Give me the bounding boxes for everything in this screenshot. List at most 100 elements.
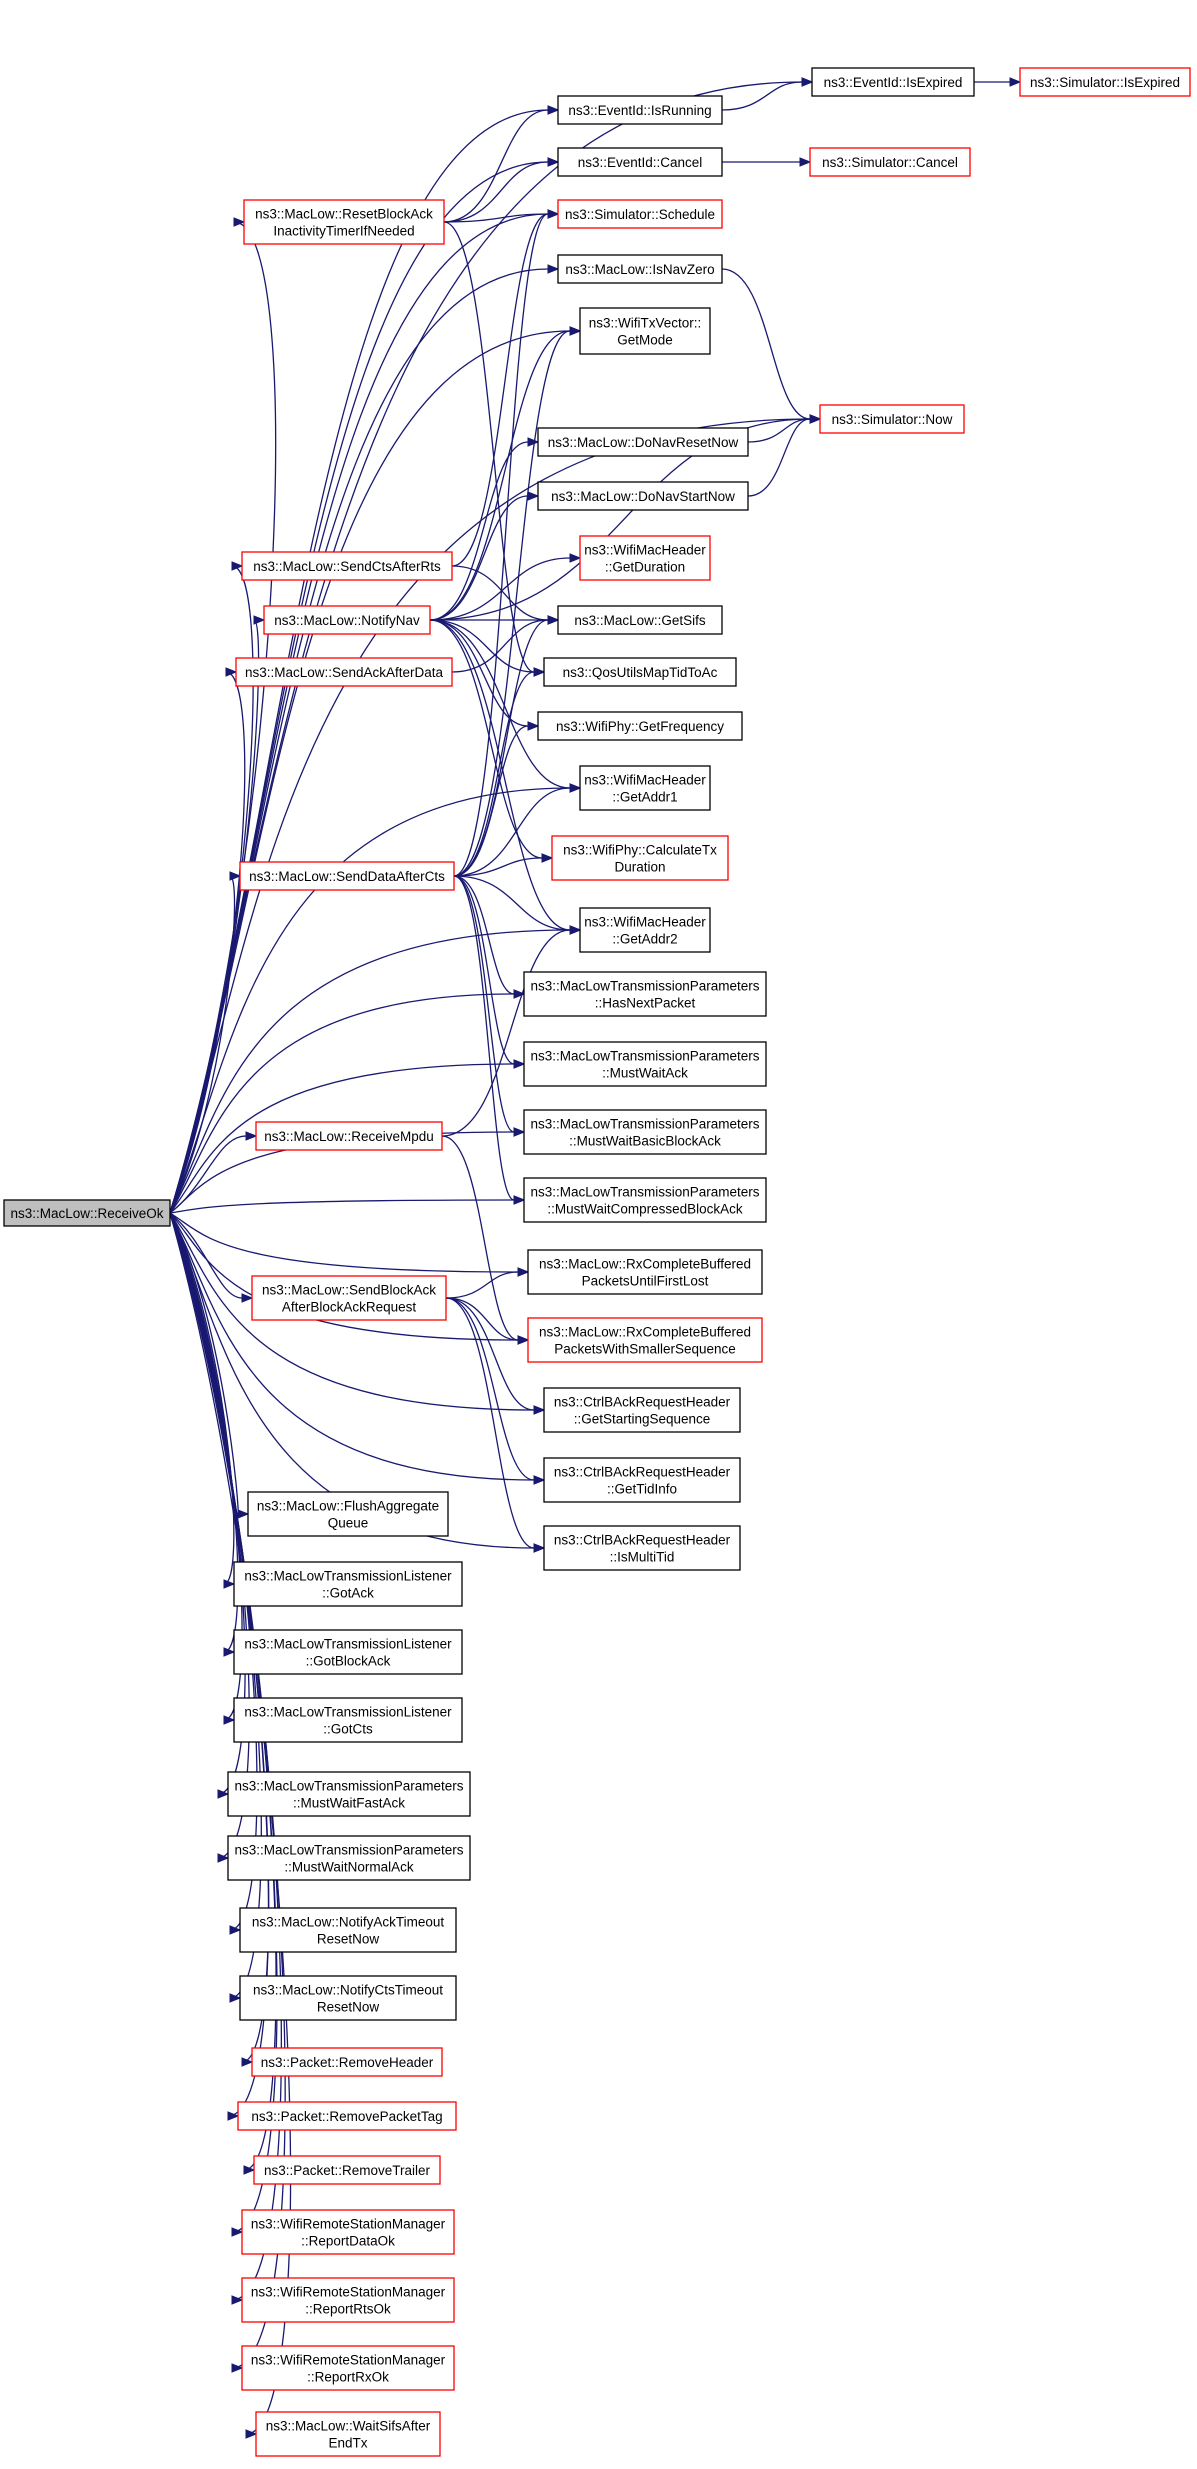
node-senddataaftercts[interactable]: ns3::MacLow::SendDataAfterCts (239, 861, 455, 891)
node-box (557, 254, 723, 284)
node-mustwaitnormal[interactable]: ns3::MacLowTransmissionParameters::MustW… (227, 1835, 471, 1881)
edge-receiveok-senddataaftercts (169, 871, 242, 1214)
node-box (233, 1629, 463, 1675)
node-label: ns3::WifiMacHeader (584, 543, 706, 558)
node-label: ns3::MacLow::WaitSifsAfter (266, 2419, 431, 2434)
node-label: AfterBlockAckRequest (282, 1300, 417, 1315)
edge-sendblockack-ismultitid (445, 1297, 546, 1553)
node-reportdataok[interactable]: ns3::WifiRemoteStationManager::ReportDat… (241, 2209, 455, 2255)
node-reportrxok[interactable]: ns3::WifiRemoteStationManager::ReportRxO… (241, 2345, 455, 2391)
node-box (243, 199, 445, 245)
node-isrunning[interactable]: ns3::EventId::IsRunning (557, 95, 723, 125)
edge-notifynav-getduration (429, 553, 582, 621)
node-sendackafterdata[interactable]: ns3::MacLow::SendAckAfterData (235, 657, 453, 687)
node-removepackettag[interactable]: ns3::Packet::RemovePacketTag (237, 2101, 457, 2131)
node-box (235, 657, 453, 687)
node-label: ns3::MacLow::ReceiveMpdu (264, 1129, 434, 1144)
edge-resetblockack-isrunning (443, 105, 560, 223)
node-box (537, 427, 749, 457)
node-mustwaitbasic[interactable]: ns3::MacLowTransmissionParameters::MustW… (523, 1109, 767, 1155)
node-gotblockack[interactable]: ns3::MacLowTransmissionListener::GotBloc… (233, 1629, 463, 1675)
node-sendblockack[interactable]: ns3::MacLow::SendBlockAckAfterBlockAckRe… (251, 1275, 447, 1321)
node-mustwaitcompressed[interactable]: ns3::MacLowTransmissionParameters::MustW… (523, 1177, 767, 1223)
node-gotack[interactable]: ns3::MacLowTransmissionListener::GotAck (233, 1561, 463, 1607)
edge-donavstartnow-now (747, 414, 822, 497)
node-box (551, 835, 729, 881)
node-getmode[interactable]: ns3::WifiTxVector::GetMode (579, 307, 711, 355)
node-mustwaitack[interactable]: ns3::MacLowTransmissionParameters::MustW… (523, 1041, 767, 1087)
node-box (557, 199, 723, 229)
node-sim_cancel[interactable]: ns3::Simulator::Cancel (809, 147, 971, 177)
node-cancel[interactable]: ns3::EventId::Cancel (557, 147, 723, 177)
node-box (579, 535, 711, 581)
edge-senddataaftercts-getaddr1 (453, 783, 582, 877)
node-startingseq[interactable]: ns3::CtrlBAckRequestHeader::GetStartingS… (543, 1387, 741, 1433)
node-rxfirstlost[interactable]: ns3::MacLow::RxCompleteBufferedPacketsUn… (527, 1249, 763, 1295)
node-label: ::GetStartingSequence (574, 1412, 711, 1427)
node-box (523, 1109, 767, 1155)
node-label: ::MustWaitBasicBlockAck (569, 1134, 721, 1149)
node-box (255, 2411, 441, 2457)
node-notifynav[interactable]: ns3::MacLow::NotifyNav (263, 605, 431, 635)
node-donavstartnow[interactable]: ns3::MacLow::DoNavStartNow (537, 481, 749, 511)
node-label: PacketsWithSmallerSequence (554, 1342, 736, 1357)
node-label: ns3::MacLow::DoNavResetNow (548, 435, 739, 450)
node-label: ns3::MacLow::RxCompleteBuffered (539, 1257, 751, 1272)
node-label: ::MustWaitAck (602, 1066, 688, 1081)
node-label: Queue (328, 1516, 369, 1531)
edge-senddataaftercts-calctxduration (453, 853, 554, 877)
node-donavresetnow[interactable]: ns3::MacLow::DoNavResetNow (537, 427, 749, 457)
node-sendctsafterrts[interactable]: ns3::MacLow::SendCtsAfterRts (241, 551, 453, 581)
node-getaddr2[interactable]: ns3::WifiMacHeader::GetAddr2 (579, 907, 711, 953)
node-getduration[interactable]: ns3::WifiMacHeader::GetDuration (579, 535, 711, 581)
edge-senddataaftercts-mustwaitbasic (453, 875, 526, 1137)
node-removetrailer[interactable]: ns3::Packet::RemoveTrailer (253, 2155, 441, 2185)
node-label: ::GetAddr2 (612, 932, 677, 947)
node-getsifs[interactable]: ns3::MacLow::GetSifs (557, 605, 723, 635)
node-gotcts[interactable]: ns3::MacLowTransmissionListener::GotCts (233, 1697, 463, 1743)
edge-sendblockack-rxsmaller (445, 1297, 530, 1345)
edge-receiveok-mustwaitcompressed (169, 1195, 526, 1214)
node-isexpired[interactable]: ns3::EventId::IsExpired (811, 67, 975, 97)
node-removeheader[interactable]: ns3::Packet::RemoveHeader (251, 2047, 443, 2077)
node-isnavzero[interactable]: ns3::MacLow::IsNavZero (557, 254, 723, 284)
node-label: ns3::WifiPhy::GetFrequency (556, 719, 724, 734)
node-rxsmaller[interactable]: ns3::MacLow::RxCompleteBufferedPacketsWi… (527, 1317, 763, 1363)
node-label: ns3::Simulator::Cancel (822, 155, 958, 170)
edge-notifynav-calctxduration (429, 619, 554, 863)
node-box (239, 861, 455, 891)
node-label: ::GetTidInfo (607, 1482, 677, 1497)
node-gettidinfo[interactable]: ns3::CtrlBAckRequestHeader::GetTidInfo (543, 1457, 741, 1503)
node-label: ns3::MacLow::NotifyNav (274, 613, 420, 628)
node-label: ns3::MacLowTransmissionParameters (234, 1843, 463, 1858)
node-qosutils[interactable]: ns3::QosUtilsMapTidToAc (543, 657, 737, 687)
node-getfrequency[interactable]: ns3::WifiPhy::GetFrequency (537, 711, 743, 741)
node-mustwaitfast[interactable]: ns3::MacLowTransmissionParameters::MustW… (227, 1771, 471, 1817)
node-resetblockack[interactable]: ns3::MacLow::ResetBlockAckInactivityTime… (243, 199, 445, 245)
node-box (819, 404, 965, 434)
node-now[interactable]: ns3::Simulator::Now (819, 404, 965, 434)
edge-senddataaftercts-schedule (453, 209, 560, 877)
edge-receiveok-sendblockack (169, 1212, 254, 1303)
node-box (241, 551, 453, 581)
node-box (3, 1199, 171, 1227)
node-label: ResetNow (317, 2000, 380, 2015)
node-label: ns3::EventId::Cancel (578, 155, 703, 170)
node-hasnextpacket[interactable]: ns3::MacLowTransmissionParameters::HasNe… (523, 971, 767, 1017)
node-label: ::ReportDataOk (301, 2234, 395, 2249)
node-schedule[interactable]: ns3::Simulator::Schedule (557, 199, 723, 229)
node-receivempdu[interactable]: ns3::MacLow::ReceiveMpdu (255, 1121, 443, 1151)
node-ismultitid[interactable]: ns3::CtrlBAckRequestHeader::IsMultiTid (543, 1525, 741, 1571)
node-getaddr1[interactable]: ns3::WifiMacHeader::GetAddr1 (579, 765, 711, 811)
node-reportrtsok[interactable]: ns3::WifiRemoteStationManager::ReportRts… (241, 2277, 455, 2323)
node-box (579, 307, 711, 355)
node-box (527, 1249, 763, 1295)
node-sim_isexpired[interactable]: ns3::Simulator::IsExpired (1019, 67, 1191, 97)
node-receiveok[interactable]: ns3::MacLow::ReceiveOk (3, 1199, 171, 1227)
node-label: ns3::MacLow::DoNavStartNow (551, 489, 735, 504)
